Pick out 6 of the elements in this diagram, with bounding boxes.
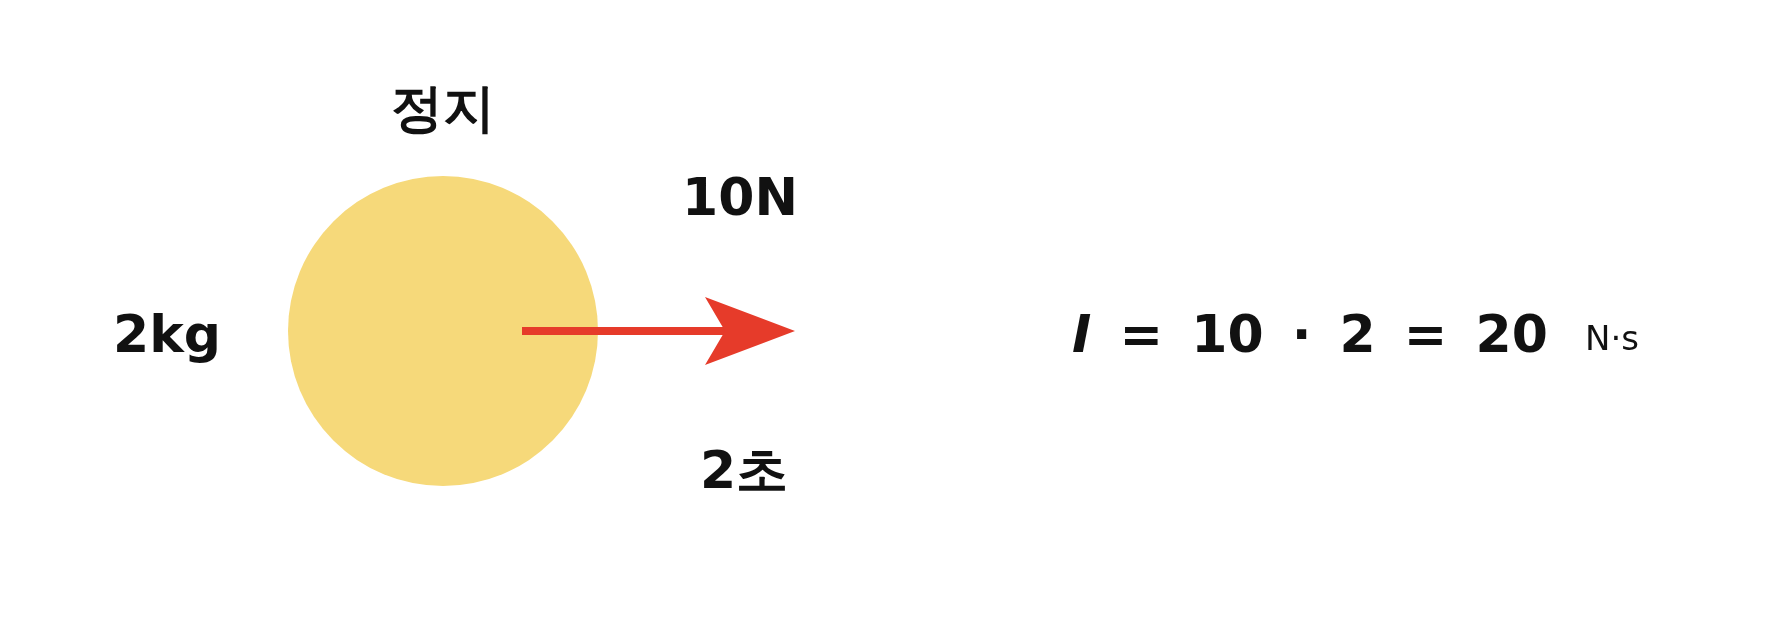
impulse-formula: I = 10 · 2 = 20	[1072, 304, 1548, 364]
state-label: 정지	[391, 77, 495, 140]
unit-label: N·s	[1585, 318, 1639, 358]
force-label: 10N	[682, 167, 798, 227]
mass-label: 2kg	[113, 304, 221, 364]
time-label: 2초	[699, 439, 789, 502]
